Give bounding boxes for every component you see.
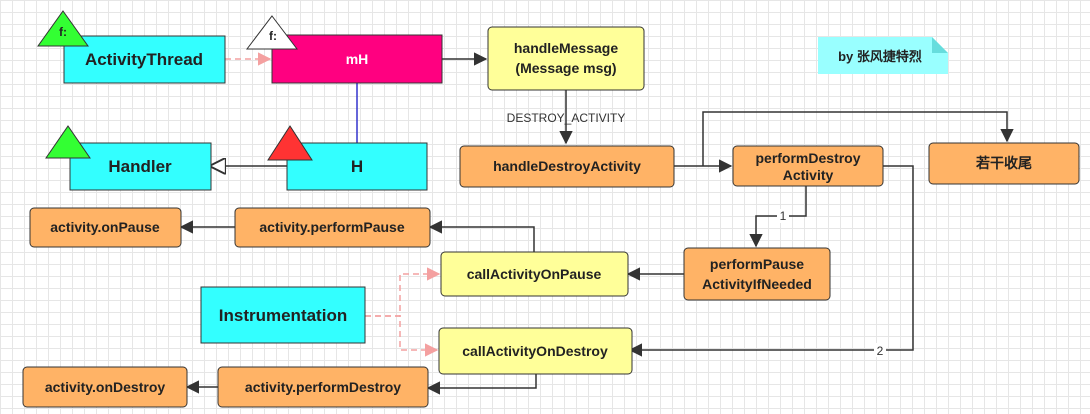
- node-onpause-box: [29, 207, 182, 248]
- edge-to-cleanup: [702, 111, 1014, 166]
- node-handledestroy-box: [459, 145, 675, 188]
- node-performpauseifneeded-line2: ActivityIfNeeded: [702, 276, 812, 292]
- node-activitythread-label: ActivityThread: [85, 50, 203, 69]
- node-performdestroy-act-box: [217, 366, 429, 408]
- node-callpause-box: [440, 251, 629, 297]
- activitythread-badge-label: f:: [59, 25, 67, 39]
- edge-callpause-to-performpause: [428, 220, 535, 252]
- node-performpauseifneeded-box: [683, 247, 831, 301]
- node-cleanup-box: [928, 142, 1080, 185]
- node-performdestroy-line2: Activity: [783, 167, 834, 183]
- node-handler-label: Handler: [108, 157, 172, 176]
- author-note-text: by 张风捷特烈: [838, 49, 922, 64]
- h-badge-triangle-icon: [267, 125, 313, 161]
- mh-badge-triangle-icon: [245, 15, 299, 50]
- node-handledestroy-label: handleDestroyActivity: [493, 158, 641, 174]
- node-performpauseifneeded-line1: performPause: [710, 256, 804, 272]
- node-h-label: H: [351, 157, 363, 176]
- node-performpause-act-box: [234, 207, 431, 248]
- edge-instr-to-calldestroy: [365, 315, 439, 357]
- node-activitythread-box: [63, 35, 226, 84]
- node-handler-box: [69, 142, 212, 191]
- handler-badge-triangle-icon: [45, 125, 91, 159]
- node-cleanup-label: 若干收尾: [975, 155, 1032, 171]
- node-performdestroy-box: [732, 145, 884, 187]
- node-ondestroy-label: activity.onDestroy: [45, 379, 166, 395]
- edge-label-1-bg: [777, 209, 789, 223]
- activitythread-badge-triangle-icon: [37, 10, 89, 47]
- node-performdestroy-line1: performDestroy: [755, 150, 860, 166]
- node-onpause-label: activity.onPause: [50, 219, 160, 235]
- node-performdestroy-act-label: activity.performDestroy: [245, 379, 401, 395]
- edge-label-1: 1: [780, 209, 787, 223]
- node-instrumentation-label: Instrumentation: [219, 306, 347, 325]
- node-mh-label: mH: [346, 51, 369, 67]
- node-callpause-label: callActivityOnPause: [467, 266, 602, 282]
- node-handlemessage-box: [487, 26, 645, 91]
- edge-label-2: 2: [877, 344, 884, 358]
- node-calldestroy-label: callActivityOnDestroy: [462, 343, 608, 359]
- node-ondestroy-box: [22, 366, 188, 408]
- node-instrumentation-box: [200, 286, 366, 344]
- node-h-box: [286, 142, 428, 191]
- author-note-shape: [818, 37, 948, 74]
- node-handlemessage-line2: (Message msg): [515, 60, 616, 76]
- edge-calldestroy-to-performdestroy: [426, 374, 537, 395]
- author-note: by 张风捷特烈: [818, 37, 948, 74]
- author-note-fold: [932, 37, 948, 53]
- edge-instr-to-callpause: [365, 267, 441, 317]
- edge-performdestroy-to-calldestroy: [628, 165, 914, 357]
- node-performpause-act-label: activity.performPause: [259, 219, 404, 235]
- node-calldestroy-box: [438, 327, 633, 375]
- connectors: [179, 52, 1014, 395]
- node-handlemessage-line1: handleMessage: [514, 40, 618, 56]
- edge-label-destroy-activity: DESTROY_ACTIVITY: [507, 111, 626, 125]
- node-mh-box: [271, 34, 443, 84]
- mh-badge-label: f:: [269, 29, 277, 43]
- edge-label-2-bg: [874, 343, 886, 357]
